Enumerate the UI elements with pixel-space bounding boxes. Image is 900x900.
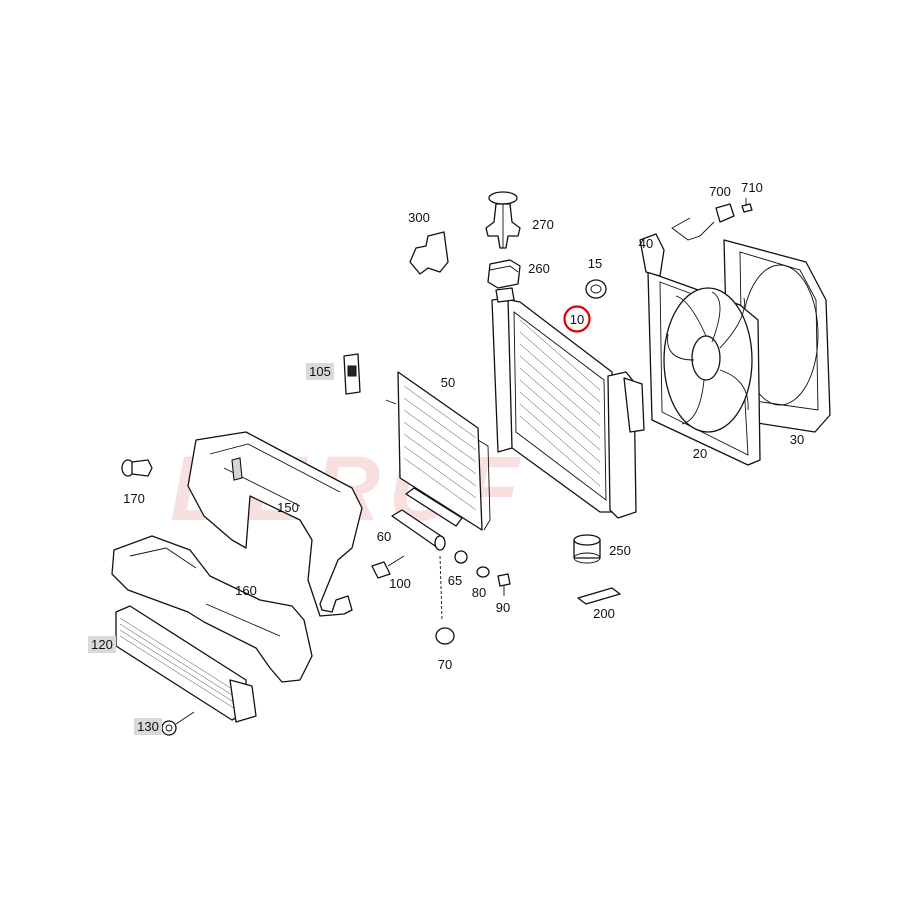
part-labels: 10 15 20 30 40 50 60 65 70 80 90 100 105… <box>88 180 804 735</box>
label-15: 15 <box>588 256 602 271</box>
part-80-washer <box>476 566 490 578</box>
part-700-clip <box>671 203 735 241</box>
label-700: 700 <box>709 184 731 199</box>
part-60-dryer <box>391 487 463 551</box>
part-170-clip <box>121 459 153 477</box>
part-90-bolt <box>497 573 511 596</box>
label-260: 260 <box>528 261 550 276</box>
part-130-nut <box>161 711 195 736</box>
part-300-bracket <box>409 231 449 275</box>
label-150: 150 <box>277 500 299 515</box>
label-80: 80 <box>472 585 486 600</box>
label-70: 70 <box>438 657 452 672</box>
label-105-bg <box>306 363 334 380</box>
part-160-air-duct <box>111 535 313 683</box>
label-120-bg <box>88 636 116 653</box>
part-250-cap <box>573 534 601 564</box>
part-270-mount <box>485 191 521 249</box>
highlight-circle <box>563 305 591 333</box>
label-200: 200 <box>593 606 615 621</box>
part-260-rubber-mount <box>487 259 521 289</box>
part-710-screw <box>741 198 753 213</box>
part-105-clip <box>343 353 361 395</box>
label-130-bg <box>134 718 162 735</box>
label-300: 300 <box>408 210 430 225</box>
part-200-bracket <box>577 587 621 605</box>
part-15-seal <box>585 279 607 299</box>
label-710: 710 <box>741 180 763 195</box>
label-270: 270 <box>532 217 554 232</box>
label-20: 20 <box>693 446 707 461</box>
label-100: 100 <box>389 576 411 591</box>
label-90: 90 <box>496 600 510 615</box>
part-70-oring <box>435 555 455 645</box>
condenser <box>385 371 491 531</box>
label-250: 250 <box>609 543 631 558</box>
label-170: 170 <box>123 491 145 506</box>
label-65: 65 <box>448 573 462 588</box>
radiator <box>491 287 645 519</box>
fan-assembly <box>639 233 761 466</box>
label-160: 160 <box>235 583 257 598</box>
label-30: 30 <box>790 432 804 447</box>
label-120: 120 <box>91 637 113 652</box>
label-40: 40 <box>639 236 653 251</box>
label-10: 10 <box>570 312 584 327</box>
label-130: 130 <box>137 719 159 734</box>
part-65-oring <box>454 550 468 564</box>
part-100-bolt <box>371 555 405 579</box>
label-50: 50 <box>441 375 455 390</box>
part-150-air-duct <box>187 431 363 617</box>
label-60: 60 <box>377 529 391 544</box>
label-105: 105 <box>309 364 331 379</box>
